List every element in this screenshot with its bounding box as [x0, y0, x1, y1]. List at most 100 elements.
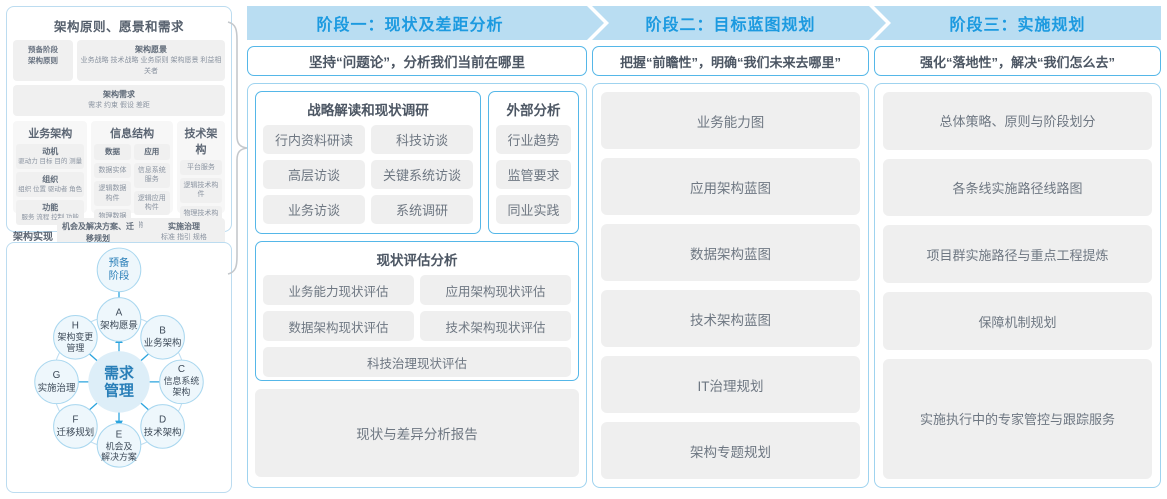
- phase-2-item-0[interactable]: 业务能力图: [601, 92, 860, 149]
- svg-text:阶段: 阶段: [109, 269, 130, 282]
- business-block-function-name: 功能: [42, 202, 59, 212]
- adm-center-label-1: 需求: [104, 364, 134, 382]
- technology-chip-0: 平台服务: [179, 159, 222, 175]
- phase-3-item-2[interactable]: 项目群实施路径与重点工程提炼: [883, 225, 1152, 284]
- architecture-vision-title: 架构愿景: [135, 45, 167, 54]
- strategy-item-2[interactable]: 高层访谈: [263, 160, 365, 189]
- svg-text:管理: 管理: [66, 342, 84, 353]
- phase-2-header-label: 阶段二：目标蓝图规划: [645, 17, 816, 34]
- strategy-item-1[interactable]: 科技访谈: [371, 125, 473, 154]
- svg-text:信息系统: 信息系统: [164, 375, 200, 386]
- togaf-title: 架构原则、愿景和需求: [53, 20, 184, 34]
- section-current-state-assessment: 现状评估分析 业务能力现状评估 应用架构现状评估 数据架构现状评估 技术架构现状…: [255, 241, 579, 381]
- svg-text:架构愿景: 架构愿景: [100, 319, 138, 330]
- phase-1-chevron-icon: [587, 6, 604, 40]
- assessment-item-1[interactable]: 应用架构现状评估: [420, 275, 571, 305]
- implementation-box-governance-detail: 标准 指引 规格: [161, 233, 207, 241]
- phase-3-subtitle: 强化“落地性”，解决“我们怎么去”: [874, 46, 1161, 76]
- phase-2-item-1[interactable]: 应用架构蓝图: [601, 158, 860, 215]
- data-subcolumn-head: 数据: [94, 143, 131, 160]
- phase-2-item-5[interactable]: 架构专题规划: [601, 422, 860, 479]
- svg-text:架构变更: 架构变更: [58, 331, 94, 342]
- phase-3-header-label: 阶段三：实施规划: [949, 17, 1086, 34]
- svg-text:实施治理: 实施治理: [38, 382, 76, 393]
- phase-1-report-box[interactable]: 现状与差异分析报告: [255, 389, 579, 477]
- phase-3-header: 阶段三：实施规划: [874, 6, 1161, 40]
- business-block-organization-name: 组织: [42, 174, 59, 184]
- phase-2-item-2[interactable]: 数据架构蓝图: [601, 224, 860, 281]
- svg-text:G: G: [53, 370, 61, 381]
- adm-node-g: [34, 359, 79, 405]
- external-item-0[interactable]: 行业趋势: [496, 125, 571, 154]
- svg-text:架构: 架构: [173, 386, 191, 397]
- section-external-analysis-title: 外部分析: [506, 103, 561, 118]
- phase-2-subtitle: 把握“前瞻性”，明确“我们未来去哪里”: [592, 46, 869, 76]
- svg-text:技术架构: 技术架构: [144, 426, 182, 437]
- technology-architecture-title: 技术架构: [184, 127, 218, 156]
- togaf-top-row: 预备阶段 架构原则 架构愿景 业务战略 技术战略 业务原则 架构愿景 利益相关者: [13, 40, 225, 81]
- adm-node-d: [140, 404, 185, 449]
- application-subcolumn-head: 应用: [133, 143, 170, 160]
- data-chip-0: 数据实体: [94, 162, 131, 179]
- strategy-item-4[interactable]: 业务访谈: [263, 195, 365, 224]
- svg-text:机会及: 机会及: [106, 440, 133, 451]
- architecture-vision-items: 业务战略 技术战略 业务原则 架构愿景 利益相关者: [80, 57, 222, 75]
- phase-1-body: 战略解读和现状调研 行内资料研读 科技访谈 高层访谈 关键系统访谈 业务访谈 系…: [247, 83, 587, 488]
- external-item-2[interactable]: 同业实践: [496, 195, 571, 224]
- phase-3-item-0[interactable]: 总体策略、原则与阶段划分: [883, 92, 1152, 150]
- assessment-item-4[interactable]: 科技治理现状评估: [263, 347, 571, 377]
- svg-text:H: H: [72, 320, 79, 331]
- phase-3-item-4[interactable]: 实施执行中的专家管控与跟踪服务: [883, 358, 1152, 480]
- svg-text:解决方案: 解决方案: [101, 451, 137, 462]
- phase-1-column: 阶段一：现状及差距分析 坚持“问题论”，分析我们当前在哪里 战略解读和现状调研 …: [247, 6, 604, 488]
- business-block-function-detail: 服务 流程 控制 功能: [21, 214, 79, 222]
- technology-architecture-column: 技术架构 平台服务 逻辑技术构件 物理技术构件: [176, 120, 225, 231]
- adm-node-h: [53, 314, 98, 360]
- phase-2-chevron-icon: [869, 6, 886, 40]
- architecture-requirements-title: 架构需求: [103, 90, 135, 99]
- section-strategy-research-title: 战略解读和现状调研: [307, 103, 429, 118]
- assessment-item-0[interactable]: 业务能力现状评估: [263, 275, 414, 305]
- svg-text:F: F: [72, 415, 78, 426]
- phase-2-item-4[interactable]: IT治理规划: [601, 356, 860, 413]
- implementation-box-governance-name: 实施治理: [168, 221, 200, 231]
- business-block-function: 功能 服务 流程 控制 功能: [16, 199, 85, 225]
- adm-cycle-card: 需求 管理 预备 阶段 A 架构愿景 B 业务架构 C 信息系统 架构: [6, 242, 232, 493]
- phase-2-item-3[interactable]: 技术架构蓝图: [601, 290, 860, 347]
- data-chip-1: 逻辑数据构件: [94, 181, 131, 206]
- application-chip-0: 信息系统服务: [133, 162, 170, 188]
- left-column: 架构原则、愿景和需求 预备阶段 架构原则 架构愿景 业务战略 技术战略 业务原则…: [6, 6, 234, 493]
- strategy-item-3[interactable]: 关键系统访谈: [371, 160, 473, 189]
- business-block-motivation: 动机 驱动力 目标 目的 测量: [16, 143, 85, 169]
- phase-2-header: 阶段二：目标蓝图规划: [592, 6, 886, 40]
- application-chip-1: 逻辑应用构件: [133, 190, 170, 216]
- phase-2-body: 业务能力图 应用架构蓝图 数据架构蓝图 技术架构蓝图 IT治理规划 架构专题规划: [592, 83, 869, 488]
- business-block-organization-detail: 组织 位置 驱动者 角色: [18, 186, 83, 194]
- adm-node-e: [96, 423, 142, 468]
- svg-text:A: A: [116, 307, 123, 318]
- togaf-content-framework-card: 架构原则、愿景和需求 预备阶段 架构原则 架构愿景 业务战略 技术战略 业务原则…: [6, 6, 232, 258]
- phase-2-column: 阶段二：目标蓝图规划 把握“前瞻性”，明确“我们未来去哪里” 业务能力图 应用架…: [592, 6, 886, 488]
- assessment-item-2[interactable]: 数据架构现状评估: [263, 311, 414, 341]
- svg-text:C: C: [178, 364, 185, 375]
- strategy-item-5[interactable]: 系统调研: [371, 195, 473, 224]
- svg-text:D: D: [159, 415, 166, 426]
- business-block-motivation-name: 动机: [42, 146, 59, 156]
- assessment-item-3[interactable]: 技术架构现状评估: [420, 311, 571, 341]
- phase-1-header-label: 阶段一：现状及差距分析: [316, 17, 504, 34]
- svg-text:预备: 预备: [109, 256, 130, 269]
- business-architecture-title: 业务架构: [28, 127, 73, 140]
- prep-stage-box: 预备阶段 架构原则: [13, 40, 73, 81]
- external-item-1[interactable]: 监管要求: [496, 160, 571, 189]
- phase-3-item-3[interactable]: 保障机制规划: [883, 292, 1152, 350]
- architecture-vision-box: 架构愿景 业务战略 技术战略 业务原则 架构愿景 利益相关者: [77, 40, 225, 81]
- adm-center-label-2: 管理: [104, 382, 134, 400]
- section-external-analysis: 外部分析 行业趋势 监管要求 同业实践: [488, 91, 579, 234]
- svg-text:B: B: [159, 325, 166, 336]
- prep-stage-line2: 架构原则: [28, 56, 58, 66]
- phase-3-item-1[interactable]: 各条线实施路径线路图: [883, 158, 1152, 217]
- adm-center-circle: [88, 351, 150, 413]
- adm-node-c: [159, 359, 204, 405]
- section-strategy-research: 战略解读和现状调研 行内资料研读 科技访谈 高层访谈 关键系统访谈 业务访谈 系…: [255, 91, 481, 234]
- strategy-item-0[interactable]: 行内资料研读: [263, 125, 365, 154]
